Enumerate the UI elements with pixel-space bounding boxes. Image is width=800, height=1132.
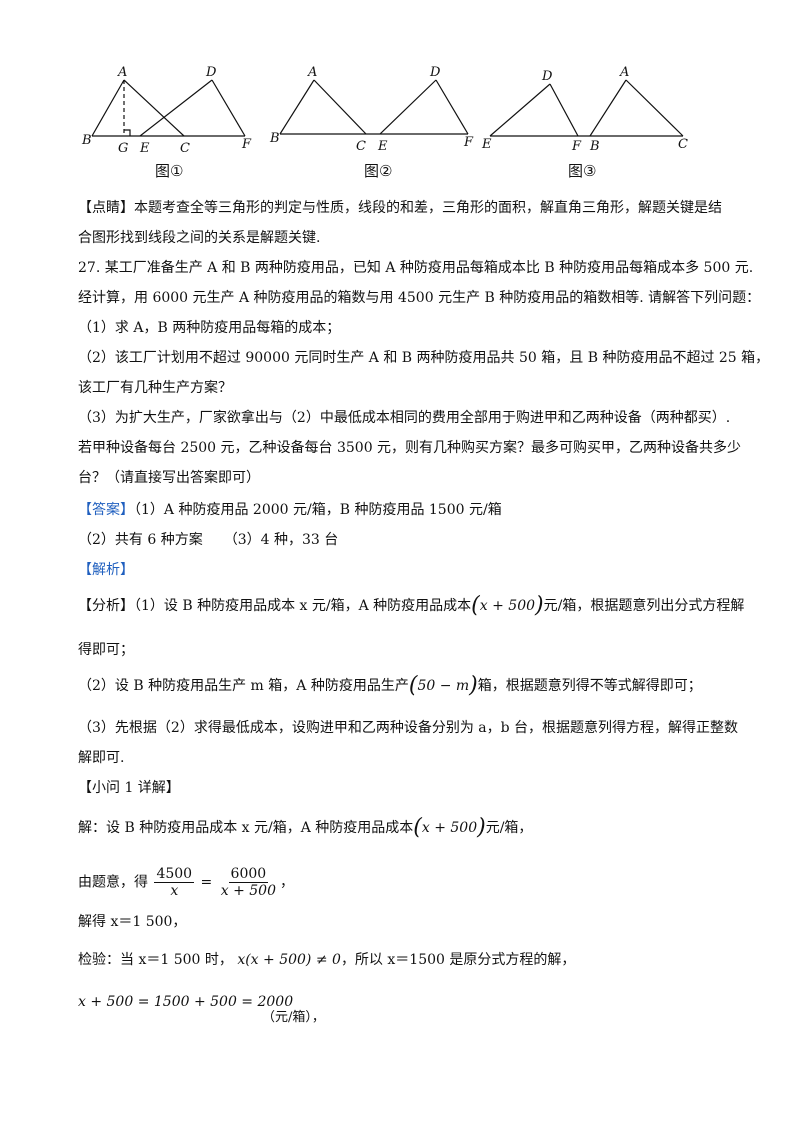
figure-2-diagram: A B C E F D xyxy=(269,65,474,154)
question-line-8: 台？（请直接写出答案即可） xyxy=(78,470,260,486)
label-F: F xyxy=(463,135,474,150)
label-F: F xyxy=(241,137,252,152)
answer-line-1: 【答案】（1）A 种防疫用品 2000 元/箱，B 种防疫用品 1500 元/箱 xyxy=(78,500,502,520)
detail-s4a: 检验：当 x＝1 500 时， xyxy=(78,952,233,968)
detail-s1-expr: x + 500 xyxy=(421,820,478,836)
question-line-5: 该工厂有几种生产方案？ xyxy=(78,380,232,396)
label-D: D xyxy=(541,69,553,84)
analysis-line-3: （2）设 B 种防疫用品生产 m 箱，A 种防疫用品生产(50 − m)箱，根据… xyxy=(78,673,702,698)
question-line-7: 若甲种设备每台 2500 元，乙种设备每台 3500 元，则有几种购买方案？最多… xyxy=(78,440,742,456)
detail-s5-unit: （元/箱）， xyxy=(262,1010,325,1025)
analysis-line-4: （3）先根据（2）求得最低成本，设购进甲和乙两种设备分别为 a，b 台，根据题意… xyxy=(78,720,739,736)
figure-1-caption: 图① xyxy=(155,162,184,180)
label-B: B xyxy=(589,139,600,154)
figure-2: A B C E F D xyxy=(268,60,483,170)
question-line-6: （3）为扩大生产，厂家欲拿出与（2）中最低成本相同的费用全部用于购进甲和乙两种设… xyxy=(78,410,731,426)
analysis-p1b: 元/箱，根据题意列出分式方程解 xyxy=(543,598,745,614)
dianjing-line-2: 合图形找到线段之间的关系是解题关键. xyxy=(78,230,321,246)
analysis-p1a: （1）设 B 种防疫用品成本 x 元/箱，A 种防疫用品成本 xyxy=(134,598,472,614)
label-F: F xyxy=(571,139,582,154)
label-C: C xyxy=(356,139,366,154)
label-C: C xyxy=(678,137,688,152)
figure-2-caption: 图② xyxy=(364,162,393,180)
label-E: E xyxy=(139,141,150,156)
analysis-line-1: 【分析】（1）设 B 种防疫用品成本 x 元/箱，A 种防疫用品成本(x + 5… xyxy=(78,593,745,618)
analysis-line-2: 得即可； xyxy=(78,642,134,658)
answer-text-1: （1）A 种防疫用品 2000 元/箱，B 种防疫用品 1500 元/箱 xyxy=(134,502,502,518)
dianjing-line-1: 【点睛】本题考查全等三角形的判定与性质，线段的和差，三角形的面积，解直角三角形，… xyxy=(78,198,722,218)
label-E: E xyxy=(377,139,388,154)
analysis-line-5: 解即可. xyxy=(78,750,125,766)
jiexi-tag: 【解析】 xyxy=(78,562,134,578)
analysis-p2-expr: 50 − m xyxy=(417,678,470,694)
dianjing-text-1: 本题考查全等三角形的判定与性质，线段的和差，三角形的面积，解直角三角形，解题关键… xyxy=(134,200,722,216)
detail-tag: 【小问 1 详解】 xyxy=(78,780,180,796)
detail-s2a: 由题意，得 xyxy=(78,874,148,891)
analysis-p2a: （2）设 B 种防疫用品生产 m 箱，A 种防疫用品生产 xyxy=(78,678,409,694)
figure-3: D A E F B C xyxy=(478,60,698,170)
analysis-p1-expr: x + 500 xyxy=(479,598,536,614)
label-A: A xyxy=(307,65,317,80)
figure-1: A B G E C F D xyxy=(80,60,270,170)
detail-line-5: x + 500 = 1500 + 500 = 2000 xyxy=(78,992,293,1012)
analysis-tag: 【分析】 xyxy=(78,598,134,614)
figure-1-diagram: A B G E C F D xyxy=(81,65,252,156)
question-line-4: （2）该工厂计划用不超过 90000 元同时生产 A 和 B 两种防疫用品共 5… xyxy=(78,350,770,366)
label-B: B xyxy=(269,131,280,146)
detail-s4b: ，所以 x＝1500 是原分式方程的解， xyxy=(340,952,576,968)
question-line-3: （1）求 A，B 两种防疫用品每箱的成本； xyxy=(78,320,341,336)
detail-s1b: 元/箱， xyxy=(485,820,533,836)
detail-s4-expr: x(x + 500) ≠ 0 xyxy=(237,952,341,968)
label-C: C xyxy=(180,141,190,156)
detail-line-3: 解得 x＝1 500， xyxy=(78,914,187,930)
question-line-1: 27. 某工厂准备生产 A 和 B 两种防疫用品，已知 A 种防疫用品每箱成本比… xyxy=(78,260,754,276)
answer-line-2: （2）共有 6 种方案 （3）4 种，33 台 xyxy=(78,532,339,548)
detail-s5-expr: x + 500 = 1500 + 500 = 2000 xyxy=(78,994,294,1010)
label-B: B xyxy=(81,133,92,148)
label-D: D xyxy=(205,65,217,80)
figure-3-diagram: D A E F B C xyxy=(481,65,688,154)
answer-tag: 【答案】 xyxy=(78,502,134,518)
label-D: D xyxy=(429,65,441,80)
figure-3-caption: 图③ xyxy=(568,162,597,180)
detail-line-1: 解：设 B 种防疫用品成本 x 元/箱，A 种防疫用品成本(x + 500)元/… xyxy=(78,815,533,840)
question-line-2: 经计算，用 6000 元生产 A 种防疫用品的箱数与用 4500 元生产 B 种… xyxy=(78,290,761,306)
detail-s1a: 解：设 B 种防疫用品成本 x 元/箱，A 种防疫用品成本 xyxy=(78,820,414,836)
label-A: A xyxy=(619,65,629,80)
analysis-p2b: 箱，根据题意列得不等式解得即可； xyxy=(477,678,702,694)
label-G: G xyxy=(118,141,128,156)
label-A: A xyxy=(117,65,127,80)
equals-sign: = xyxy=(200,874,213,891)
detail-line-4: 检验：当 x＝1 500 时， x(x + 500) ≠ 0，所以 x＝1500… xyxy=(78,950,575,970)
dianjing-tag: 【点睛】 xyxy=(78,200,134,216)
label-E: E xyxy=(481,137,492,152)
